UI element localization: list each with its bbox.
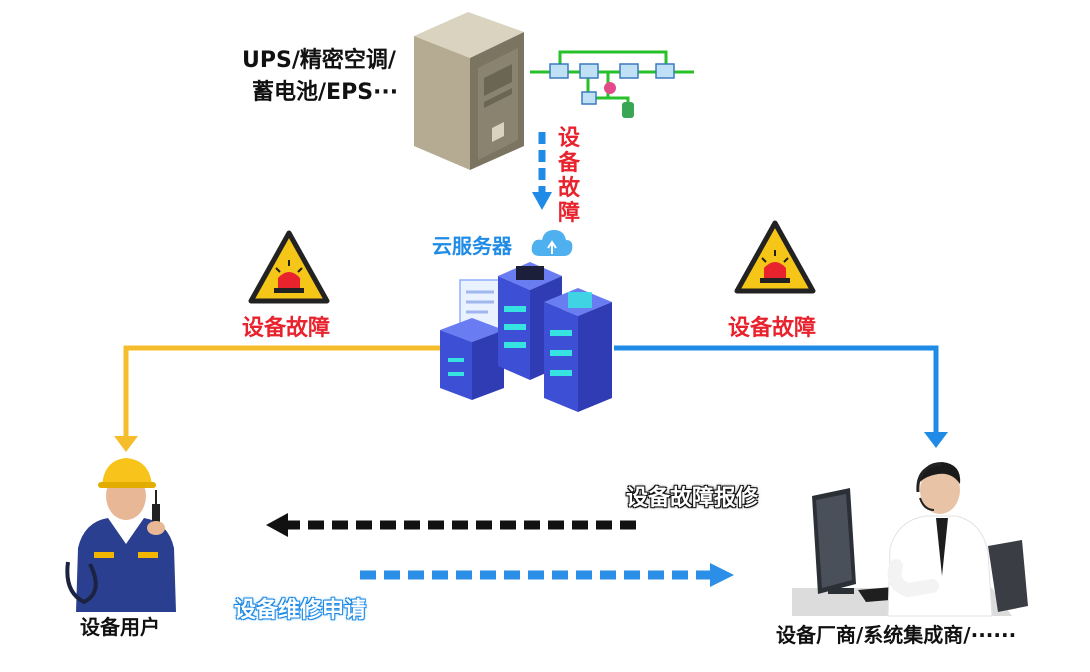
- left-fault-label: 设备故障: [242, 316, 331, 341]
- server-tower-icon: [414, 12, 524, 170]
- top-fault-arrow: [532, 132, 552, 210]
- right-warning-icon: [734, 220, 816, 294]
- left-user-label: 设备用户: [80, 615, 160, 639]
- cloud-icon: [531, 230, 573, 256]
- report-arrow: [266, 513, 642, 537]
- worker-avatar: [65, 458, 176, 612]
- repair-request-arrow: [360, 563, 734, 587]
- top-fault-label: 设 备 故 障: [557, 126, 580, 226]
- right-vendor-label: 设备厂商/系统集成商/······: [776, 623, 1017, 647]
- left-warning-icon: [248, 230, 330, 304]
- cloud-server-label: 云服务器: [432, 234, 512, 258]
- source-label-line1: UPS/精密空调/: [242, 48, 396, 73]
- repair-request-label: 设备维修申请: [234, 598, 367, 623]
- source-label-line2: 蓄电池/EPS···: [252, 80, 399, 105]
- cloud-server-icon: [440, 262, 612, 412]
- vendor-avatar: [792, 462, 1028, 617]
- report-label: 设备故障报修: [626, 486, 759, 511]
- right-fault-label: 设备故障: [728, 316, 817, 341]
- power-schematic-icon: [530, 50, 694, 118]
